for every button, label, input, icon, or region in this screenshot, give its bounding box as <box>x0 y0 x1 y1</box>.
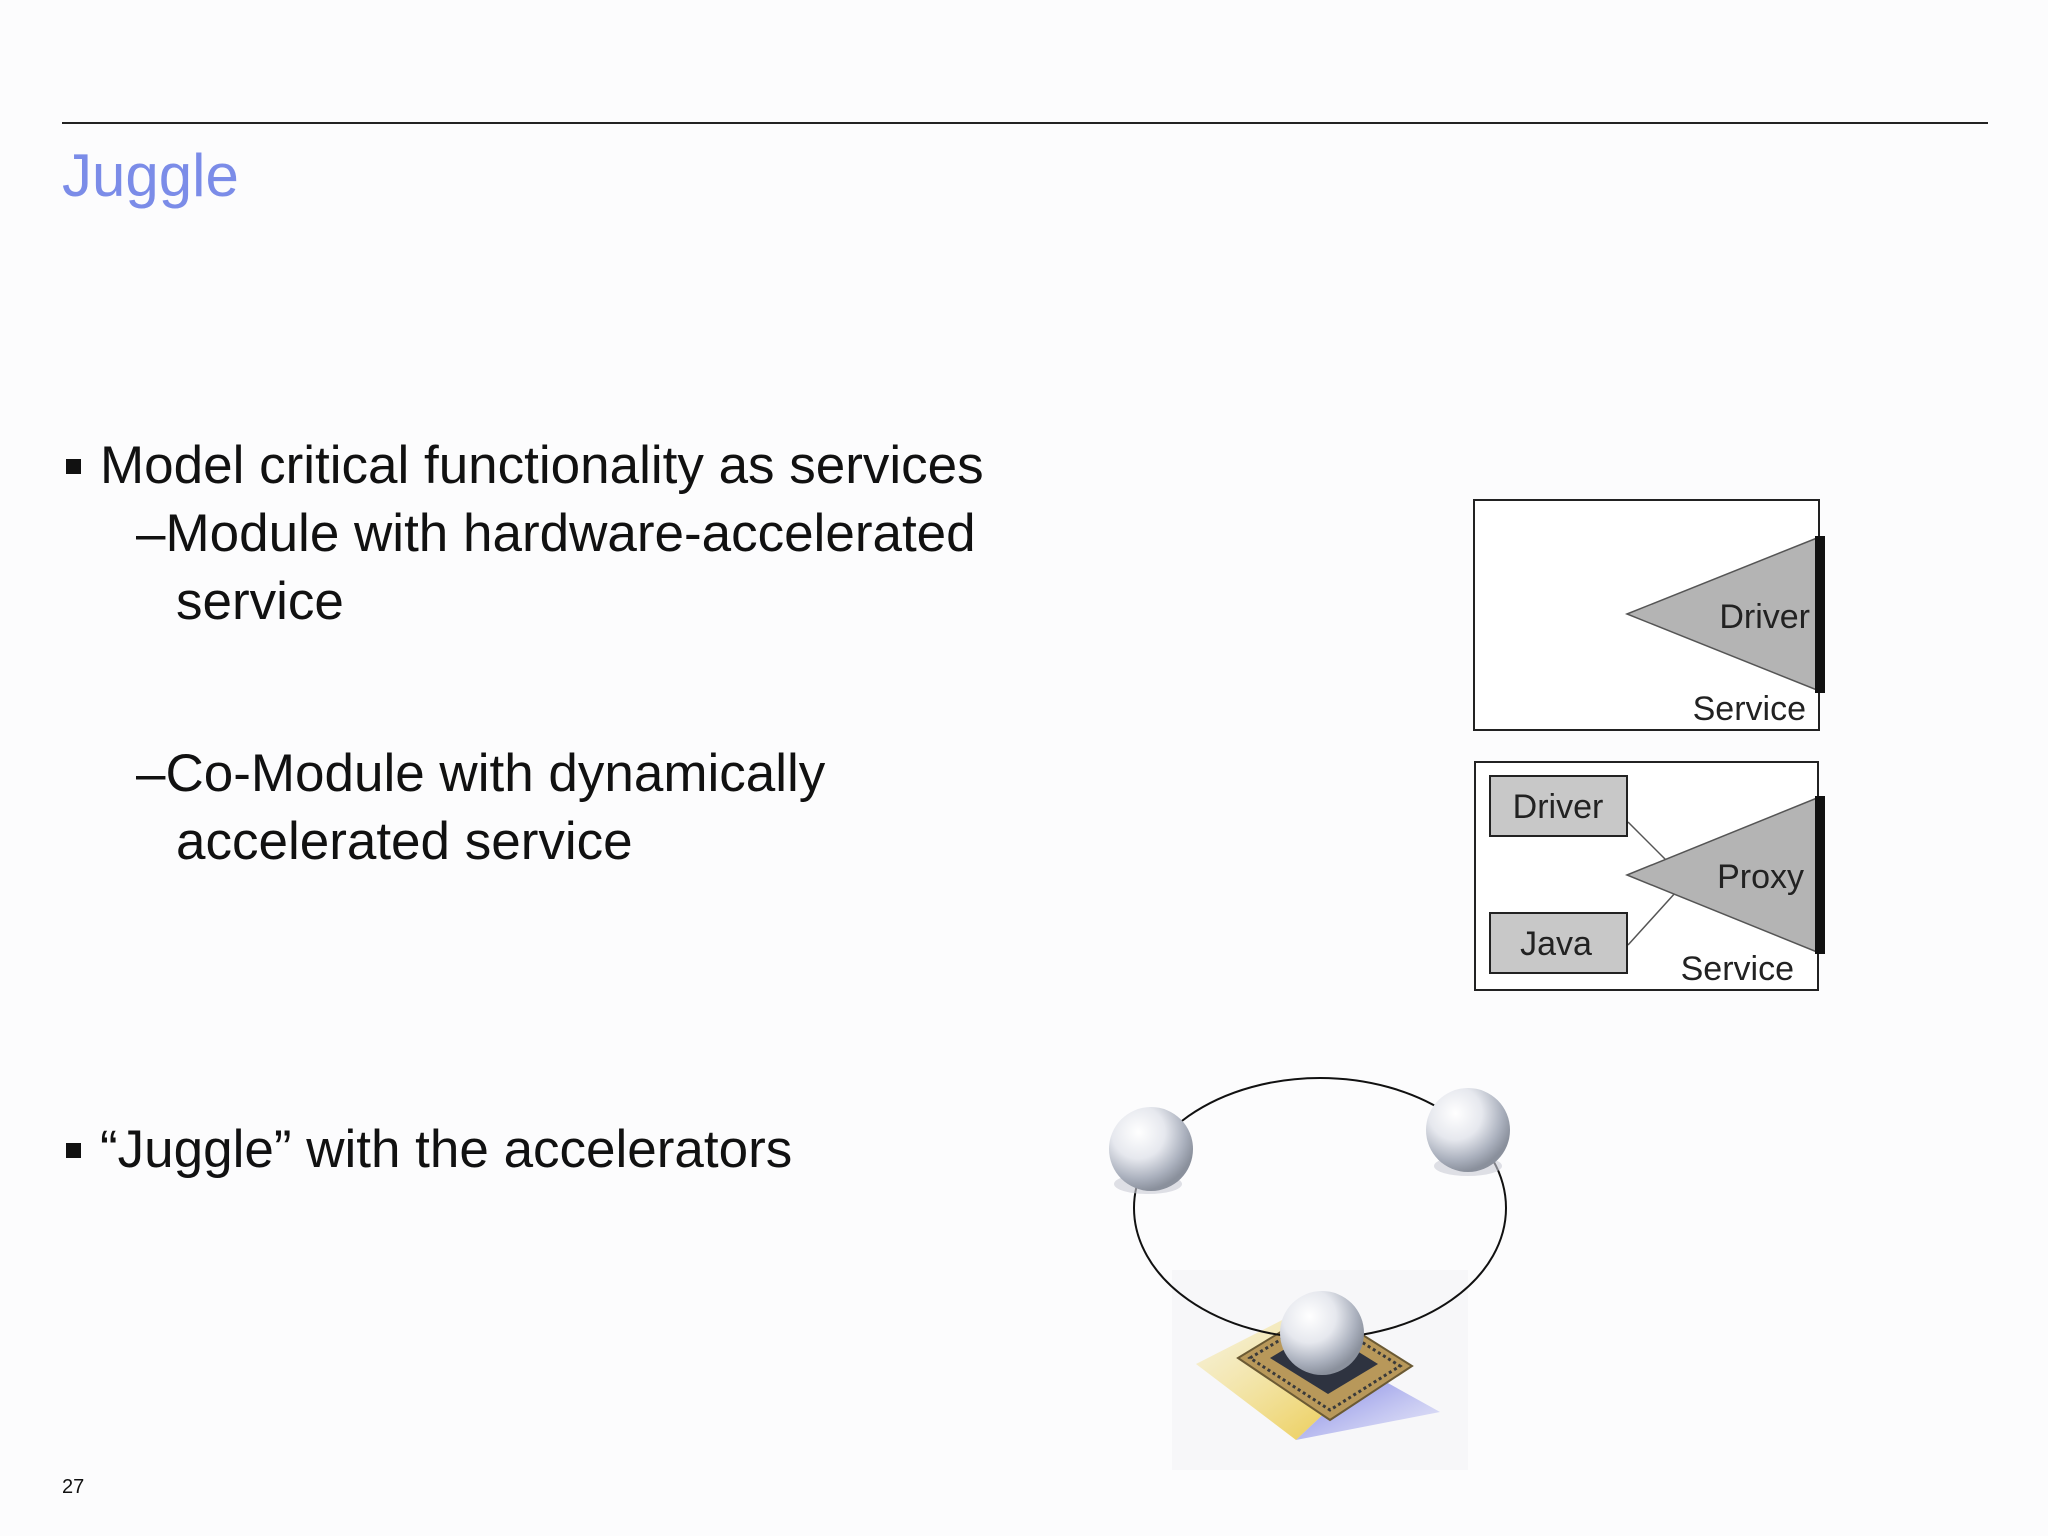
juggle-ball-right-icon <box>1426 1088 1510 1172</box>
comodule-connector-bar <box>1815 796 1825 954</box>
juggle-illustration <box>1109 1077 1510 1470</box>
sub-bullet-2-line-1: –Co-Module with dynamically <box>136 744 826 803</box>
module-connector-bar <box>1815 536 1825 693</box>
bullet-marker-2 <box>66 1143 81 1158</box>
module-driver-label: Driver <box>1719 598 1810 636</box>
java-box-label: Java <box>1520 925 1592 963</box>
juggle-ball-bottom-icon <box>1280 1291 1364 1375</box>
page-number: 27 <box>62 1476 85 1498</box>
java-to-proxy-line <box>1627 891 1677 946</box>
java-box <box>1489 912 1628 974</box>
bullet-1-text: Model critical functionality as services <box>100 436 984 495</box>
driver-box <box>1489 775 1628 837</box>
driver-to-proxy-line <box>1627 821 1667 861</box>
juggle-ball-left-icon <box>1109 1107 1193 1191</box>
bullet-2-text: “Juggle” with the accelerators <box>100 1120 793 1179</box>
sub-bullet-2-line-2: accelerated service <box>176 812 633 871</box>
module-service-label: Service <box>1693 690 1806 728</box>
sub-bullet-1-line-2: service <box>176 572 344 631</box>
slide-title: Juggle <box>62 142 239 209</box>
module-diagram: Driver Service <box>1473 499 1825 731</box>
comodule-diagram: Driver Java Proxy Service <box>1474 761 1825 991</box>
driver-box-label: Driver <box>1513 788 1604 826</box>
chip-shadow-blue <box>1296 1372 1440 1440</box>
sub-bullet-1-line-1: –Module with hardware-accelerated <box>136 504 976 563</box>
bullet-marker-1 <box>66 459 81 474</box>
header-rule <box>62 122 1988 124</box>
proxy-label: Proxy <box>1717 858 1804 896</box>
comodule-service-label: Service <box>1681 950 1794 988</box>
